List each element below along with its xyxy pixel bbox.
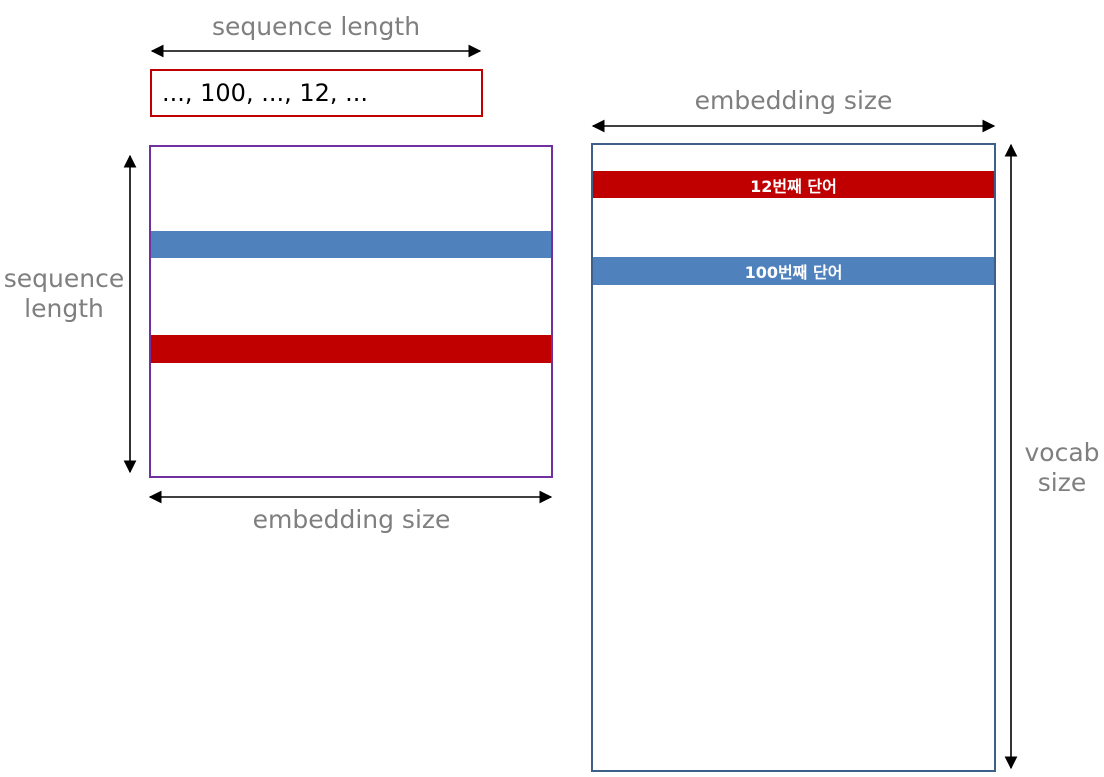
embedding-table — [591, 143, 996, 772]
table-height-label-line1: vocab — [1024, 438, 1100, 467]
matrix-height-label-line1: sequence — [3, 264, 125, 293]
input-token-box: ..., 100, ..., 12, ... — [150, 69, 483, 117]
matrix-height-label-line2: length — [24, 294, 104, 323]
table-row-100: 100번째 단어 — [593, 257, 994, 285]
matrix-width-label: embedding size — [252, 505, 451, 534]
matrix-height-label: sequence length — [0, 264, 128, 324]
sequence-row-100 — [151, 231, 551, 258]
table-height-label-line2: size — [1037, 468, 1087, 497]
table-height-label: vocab size — [1020, 438, 1104, 498]
input-width-label: sequence length — [211, 12, 421, 41]
sequence-matrix — [149, 145, 553, 478]
sequence-row-12 — [151, 335, 551, 363]
table-row-12-label: 12번째 단어 — [750, 176, 837, 196]
table-width-label: embedding size — [694, 86, 893, 115]
table-row-12: 12번째 단어 — [593, 171, 994, 198]
table-row-100-label: 100번째 단어 — [744, 263, 843, 282]
input-token-text: ..., 100, ..., 12, ... — [162, 79, 369, 107]
